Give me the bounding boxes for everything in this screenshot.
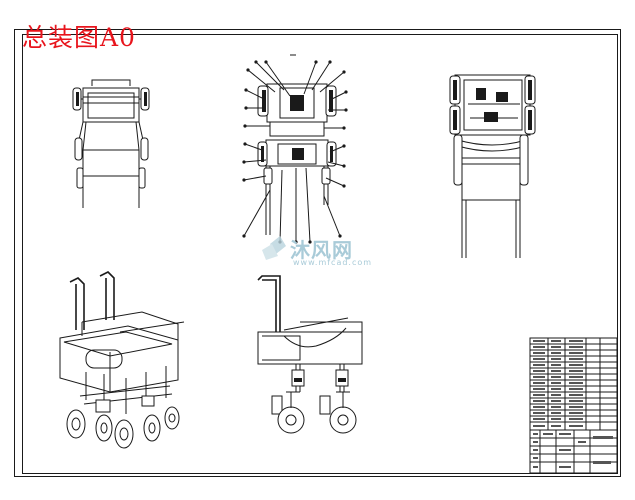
side-view bbox=[449, 74, 536, 258]
front-view bbox=[72, 79, 150, 208]
drawing-outer-border bbox=[14, 29, 621, 477]
title-block bbox=[529, 337, 618, 474]
elevation-view bbox=[257, 275, 363, 434]
bom-text-marks bbox=[533, 340, 583, 427]
watermark-url: www.mfcad.com bbox=[293, 258, 373, 267]
mfcad-logo-icon bbox=[262, 236, 286, 260]
bom-rows bbox=[530, 343, 617, 431]
isometric-view bbox=[59, 271, 185, 449]
drawing-inner-frame bbox=[22, 34, 618, 474]
watermark-text: 沐风网 bbox=[290, 238, 353, 262]
exploded-front-view bbox=[242, 54, 348, 244]
drawing-title: 总装图A0 bbox=[22, 23, 136, 52]
